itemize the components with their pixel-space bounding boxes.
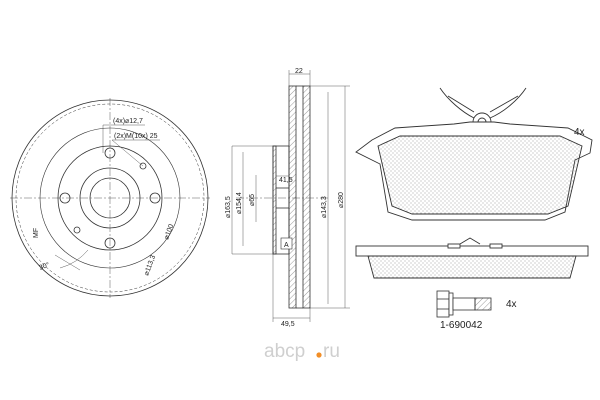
bolt-flange: [448, 292, 454, 316]
dia-2-dim: ⌀154,4: [236, 192, 243, 214]
width-top-dim: 22: [295, 68, 303, 75]
brake-pad-front-view: [355, 87, 593, 221]
holes-label: (4x)⌀12,7: [113, 118, 143, 125]
pad-backing-side: [355, 245, 589, 257]
bolt-head: [436, 290, 450, 318]
disc-section-view: [231, 70, 350, 322]
mark-label: MF: [33, 228, 40, 238]
angle-label: 30°: [38, 261, 51, 272]
dia-3-dim: ⌀65: [249, 194, 256, 206]
bolt-thread: [474, 297, 492, 311]
friction-material: [377, 135, 583, 215]
bolt-shank: [452, 297, 476, 311]
brand-dot: [316, 352, 322, 358]
disc-front-view: [10, 98, 210, 298]
depth-bottom-dim: 49,5: [281, 321, 295, 328]
pad-quantity-label: 4x: [574, 127, 585, 138]
friction-plate-left: [288, 85, 297, 309]
section-mark-box: [280, 237, 293, 250]
brand-name-right: ru: [323, 341, 340, 362]
dia-outer-dim: ⌀280: [338, 192, 345, 208]
threaded-hole: [139, 162, 147, 170]
brand-logo: abcp ru: [264, 341, 340, 362]
threads-label: (2x)M(10x) 25: [114, 133, 158, 140]
inner-offset-dim: 41,5: [279, 177, 293, 184]
brake-pad-side-view: [355, 237, 589, 279]
section-mark-label: A: [284, 242, 289, 249]
bolt-quantity-label: 4x: [506, 299, 517, 310]
bolt-part-number: 1-690042: [440, 320, 483, 331]
dia-4-dim: ⌀143,3: [321, 196, 328, 218]
dia-1-dim: ⌀163,5: [225, 196, 232, 218]
threaded-hole: [73, 226, 81, 234]
bolt-drawing: [436, 290, 492, 318]
pad-friction-side: [367, 255, 577, 279]
brand-name-left: abcp: [264, 341, 305, 362]
pcd-label: ⌀100: [163, 223, 175, 240]
wear-spring: [439, 87, 527, 119]
friction-plate-right: [302, 85, 311, 309]
hub-dia-label: ⌀113,3: [143, 254, 157, 276]
